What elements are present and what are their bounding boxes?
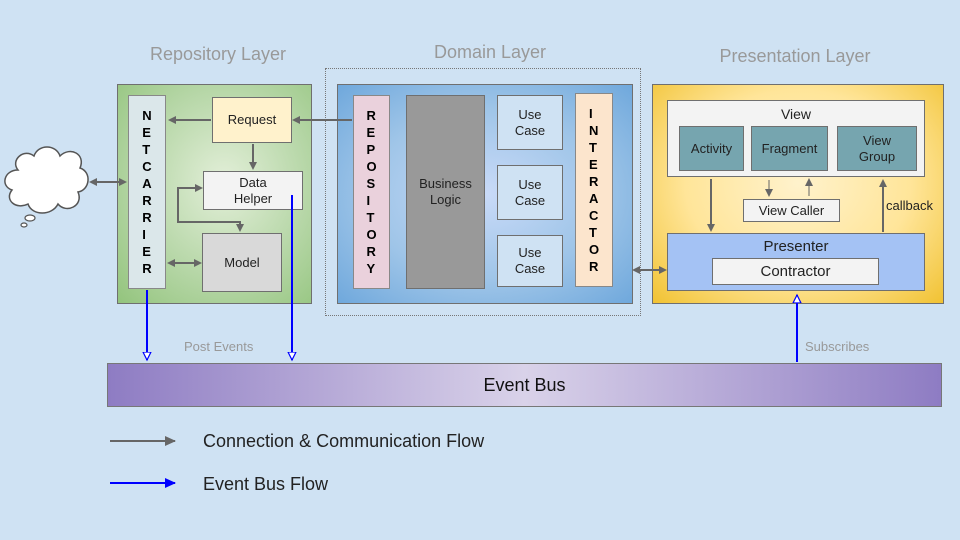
presenter-label: Presenter: [763, 238, 829, 255]
use-case-box-3[interactable]: Use Case: [497, 235, 563, 287]
use-case-box-1[interactable]: Use Case: [497, 95, 563, 150]
cloud-icon: [4, 146, 89, 228]
model-box[interactable]: Model: [202, 233, 282, 292]
repository-layer-title: Repository Layer: [149, 44, 287, 64]
post-events-label: Post Events: [184, 339, 254, 354]
fragment-box[interactable]: Fragment: [751, 126, 828, 171]
view-caller-box[interactable]: View Caller: [743, 199, 840, 222]
subscribes-label: Subscribes: [805, 339, 870, 354]
legend-connection-label: Connection & Communication Flow: [203, 431, 485, 451]
use-case-box-2[interactable]: Use Case: [497, 165, 563, 220]
activity-box[interactable]: Activity: [679, 126, 744, 171]
presentation-layer-title: Presentation Layer: [719, 46, 871, 66]
business-logic-box[interactable]: Business Logic: [406, 95, 485, 289]
event-bus-bar[interactable]: Event Bus: [107, 363, 942, 407]
legend-event-bus-label: Event Bus Flow: [203, 474, 329, 494]
request-box[interactable]: Request: [212, 97, 292, 143]
domain-layer-title: Domain Layer: [433, 42, 547, 62]
callback-label: callback: [886, 198, 933, 213]
view-label: View: [780, 106, 812, 122]
view-group-box[interactable]: View Group: [837, 126, 917, 171]
contractor-box[interactable]: Contractor: [712, 258, 879, 285]
data-helper-box[interactable]: Data Helper: [203, 171, 303, 210]
domain-layer-outline: [325, 68, 641, 316]
